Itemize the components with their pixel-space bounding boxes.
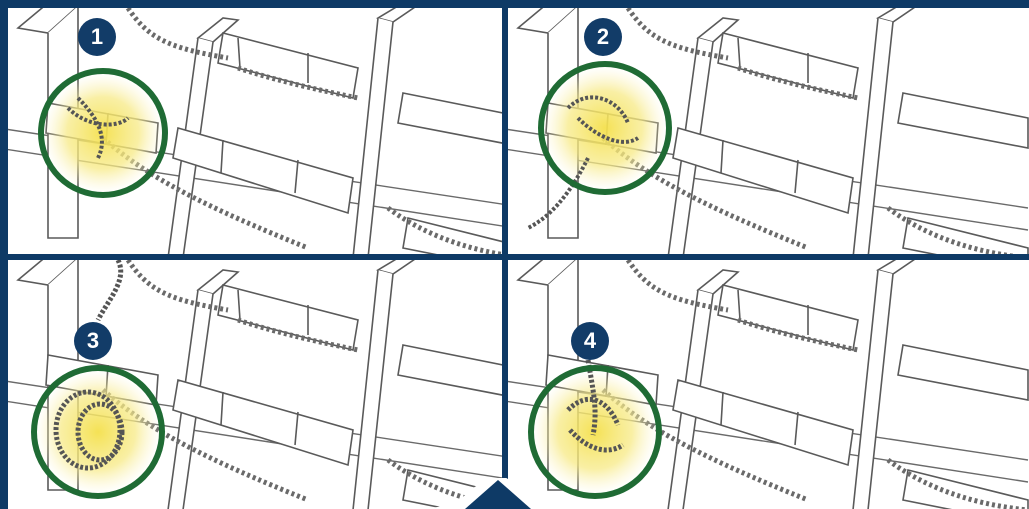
step-3-panel: 3 (8, 260, 502, 509)
step-number-badge: 2 (584, 18, 622, 56)
scroll-notch[interactable] (393, 478, 603, 509)
step-number-badge: 1 (78, 18, 116, 56)
step-1-panel: 1 (8, 8, 502, 254)
rope-ladder-illustration (8, 260, 502, 509)
step-2-panel: 2 (508, 8, 1029, 254)
step-4-panel: 4 (508, 260, 1029, 509)
rope-ladder-illustration (508, 260, 1029, 509)
step-number-badge: 3 (74, 322, 112, 360)
step-number-badge: 4 (571, 322, 609, 360)
